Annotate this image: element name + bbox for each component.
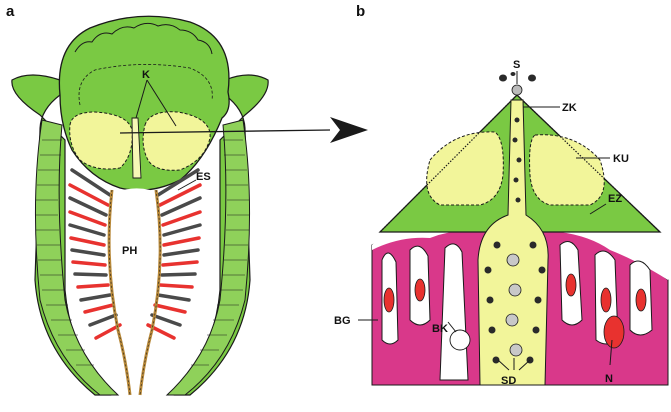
label-sd: SD — [501, 375, 516, 387]
n-pointer — [609, 339, 613, 366]
yolk-lobe-right-b — [529, 134, 605, 206]
panel-a-label: a — [6, 3, 15, 20]
label-es: ES — [196, 171, 211, 183]
s-cell — [511, 84, 523, 96]
es-pointer — [177, 179, 197, 191]
k-pointer-left — [135, 79, 148, 119]
pharynx-wall-left-outline — [108, 189, 131, 396]
cuticle-edge — [379, 94, 661, 233]
label-ez: EZ — [608, 193, 622, 205]
bk-pointer — [447, 321, 457, 333]
k-pointer-right — [146, 79, 177, 127]
s-cluster — [499, 72, 536, 82]
yolk-lobe-left-b — [426, 131, 504, 206]
section-arrow-line — [119, 129, 331, 134]
panel-a-figure — [11, 15, 269, 396]
head-scallop — [74, 22, 213, 55]
section-arrow-head — [330, 117, 368, 143]
label-k: K — [142, 69, 150, 81]
pharynx-wall-right-outline — [139, 189, 161, 396]
label-bg: BG — [334, 315, 351, 327]
label-ku: KU — [613, 153, 629, 165]
lateral-band-left — [34, 119, 120, 396]
label-n: N — [605, 373, 613, 385]
label-zk: ZK — [562, 102, 577, 114]
lateral-band-right — [165, 119, 251, 396]
sd-pointers — [497, 358, 531, 371]
ez-pointer — [589, 203, 607, 215]
bk-bulb — [449, 329, 471, 351]
label-ph: PH — [122, 245, 137, 257]
label-bk: BK — [432, 323, 448, 335]
panel-b-figure — [358, 71, 669, 386]
nuclei — [383, 273, 647, 349]
central-column — [477, 99, 549, 386]
column-cells — [484, 117, 546, 364]
yolk-lobe-left-a — [69, 111, 133, 170]
head-inner-line — [78, 64, 213, 106]
panel-b-label: b — [356, 3, 365, 20]
column-hatched-cells — [505, 253, 523, 357]
gill-bars-left — [68, 168, 122, 340]
yolk-lobe-right-a — [142, 111, 211, 171]
label-s: S — [513, 59, 520, 71]
